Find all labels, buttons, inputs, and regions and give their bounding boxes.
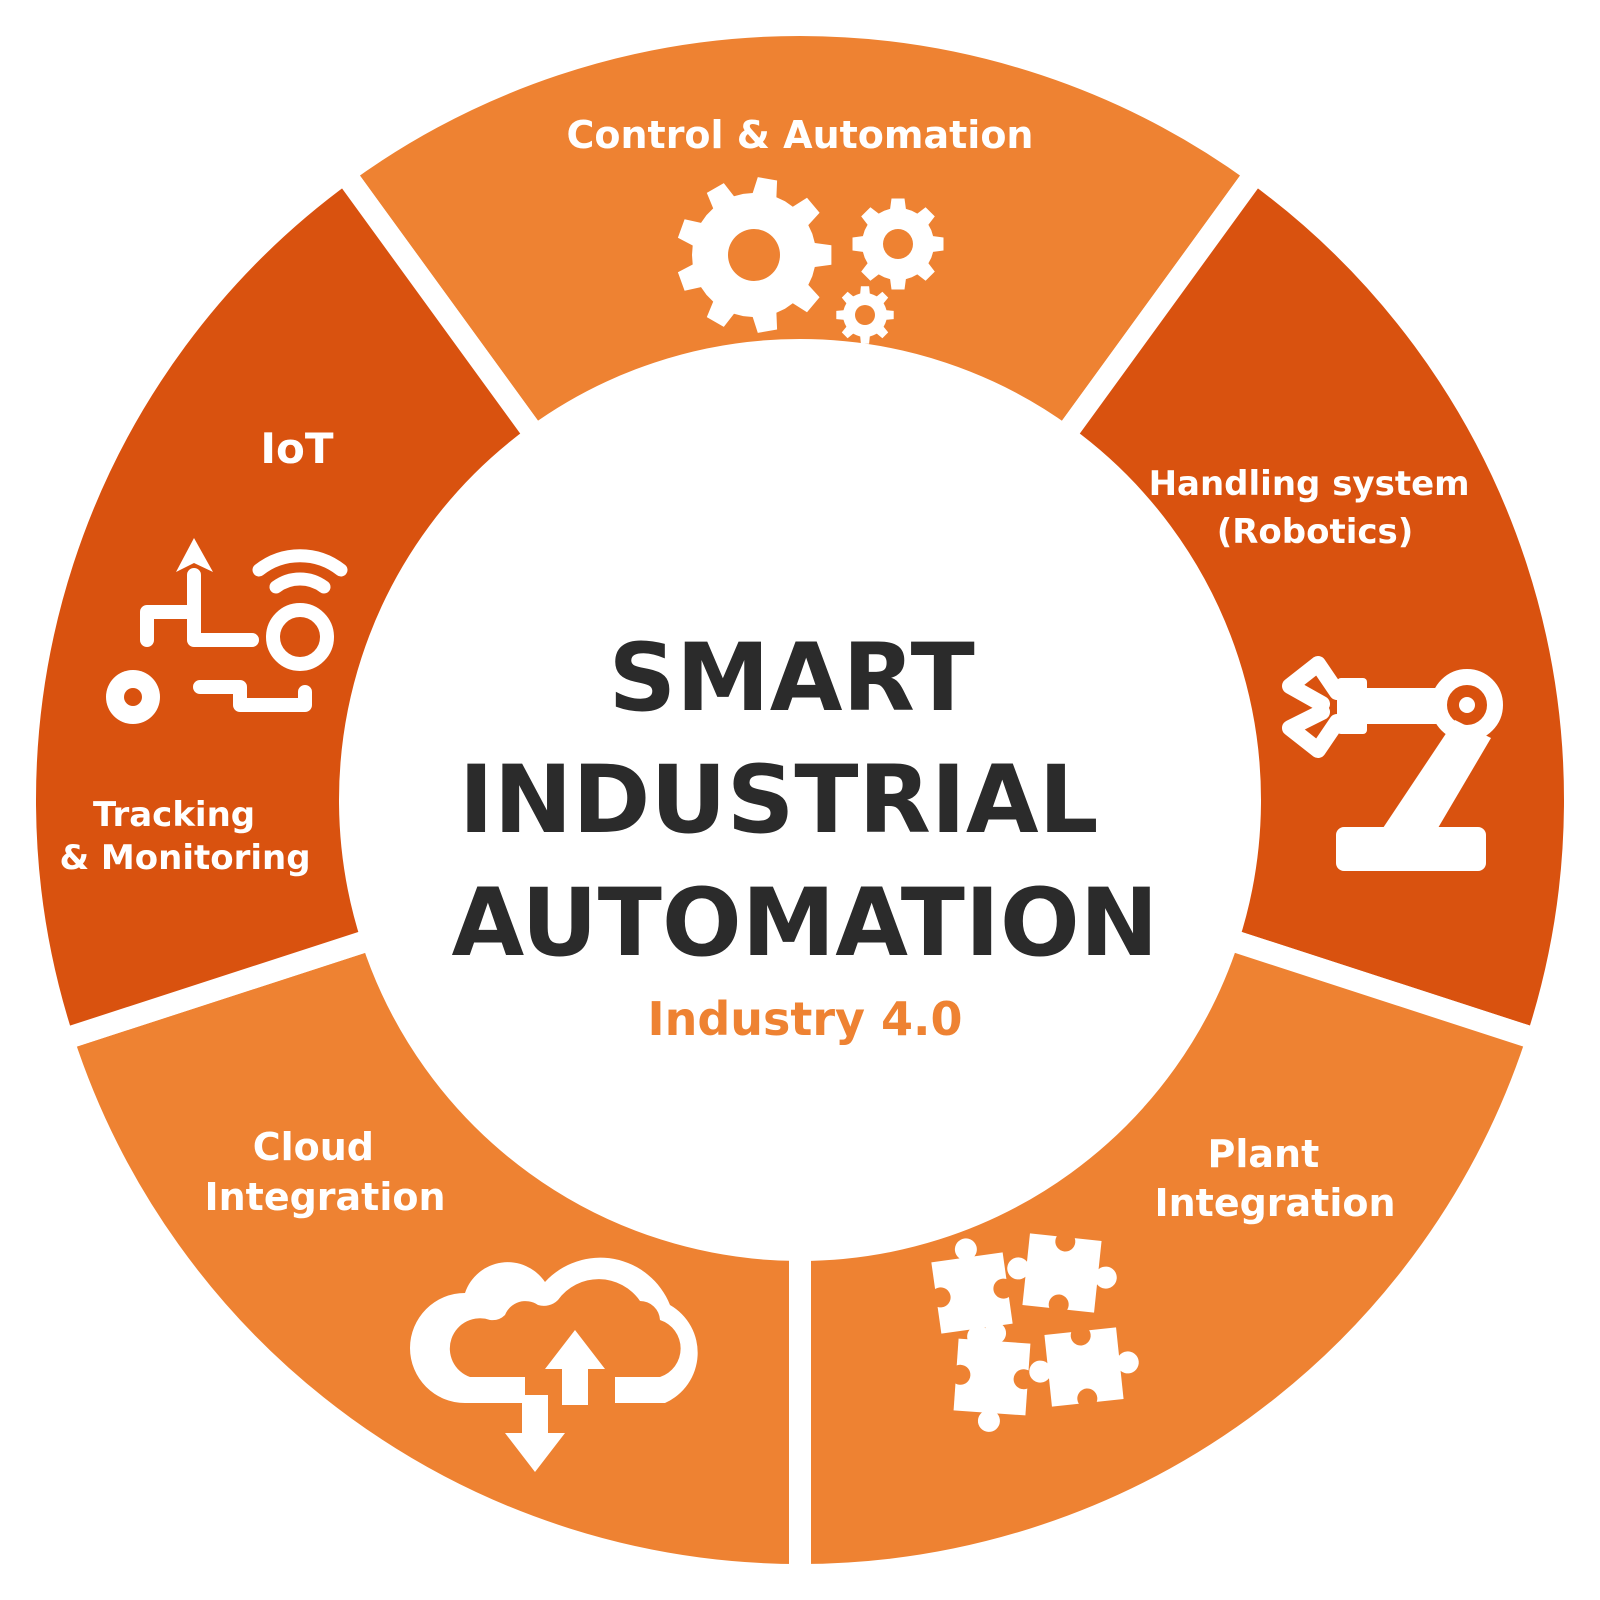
puzzle-icon — [930, 1231, 1139, 1432]
puzzle-piece — [930, 1238, 1014, 1348]
robot-arm-icon — [1282, 656, 1503, 871]
segment-cloud-integration — [51, 928, 811, 1586]
segment-iot — [14, 162, 547, 1051]
segment-handling-system — [1053, 162, 1586, 1051]
label-cloud-integration: Cloud Integration — [204, 1125, 445, 1219]
iot-network-icon — [106, 538, 348, 724]
gear-small-hole — [855, 305, 875, 325]
label-handling-system: Handling system (Robotics) — [1149, 464, 1482, 552]
puzzle-piece — [1029, 1325, 1139, 1409]
gears-icon — [677, 177, 944, 344]
puzzle-piece — [1007, 1231, 1117, 1315]
label-tracking-monitoring: Tracking & Monitoring — [59, 795, 310, 878]
label-iot: IoT — [260, 424, 333, 473]
gear-med-hole — [883, 229, 913, 259]
puzzle-piece — [950, 1322, 1034, 1432]
center-subtitle: Industry 4.0 — [647, 992, 962, 1046]
label-plant-integration: Plant Integration — [1154, 1132, 1395, 1225]
gear-big-hole — [728, 229, 780, 281]
cloud-sync-icon — [410, 1257, 698, 1472]
center-title: SMART INDUSTRIAL AUTOMATION — [452, 624, 1159, 978]
label-control-automation: Control & Automation — [566, 113, 1033, 157]
